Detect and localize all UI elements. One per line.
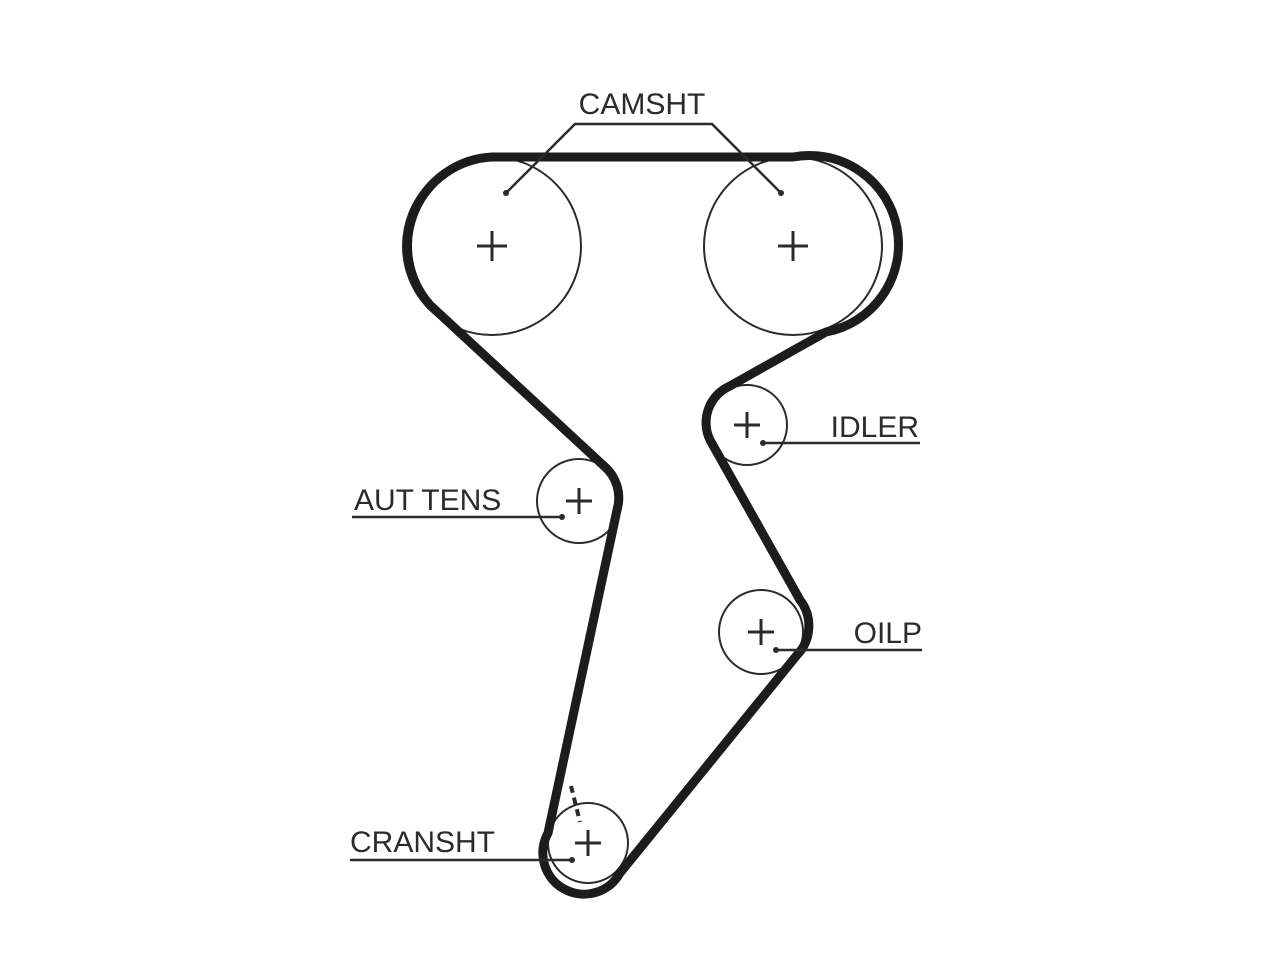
camshaft-label: CAMSHT	[579, 88, 706, 121]
crankshaft-center-icon	[575, 830, 601, 856]
crankshaft-label: CRANSHT	[350, 826, 495, 859]
auto-tensioner-label: AUT TENS	[354, 484, 501, 517]
oil-pump-pulley	[718, 589, 804, 675]
auto-tensioner-leader	[352, 514, 565, 520]
oil-pump-pulley-outline	[718, 589, 804, 675]
crankshaft-timing-mark-icon	[569, 785, 582, 823]
camshaft-left-center-icon	[477, 231, 507, 261]
oil-pump-leader	[773, 647, 922, 653]
crankshaft-pulley	[547, 785, 629, 884]
auto-tensioner-center-icon	[566, 488, 592, 514]
oil-pump-label: OILP	[854, 617, 922, 650]
timing-belt	[403, 150, 904, 899]
camshaft-right-center-icon	[778, 231, 808, 261]
camshaft-right-pulley	[703, 156, 883, 336]
idler-leader	[760, 440, 920, 446]
crankshaft-leader	[350, 857, 575, 863]
oil-pump-center-icon	[748, 619, 774, 645]
camshaft-leader	[503, 122, 784, 196]
idler-center-icon	[734, 412, 760, 438]
idler-label: IDLER	[831, 411, 919, 444]
